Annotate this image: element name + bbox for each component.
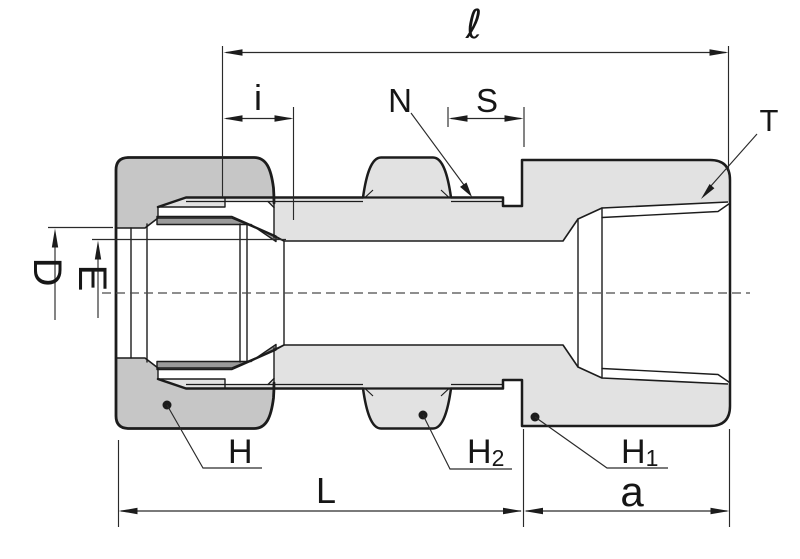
dim-a-label: a bbox=[620, 468, 644, 515]
leader-h1-label-sub: 1 bbox=[646, 445, 659, 471]
leader-t: T bbox=[701, 103, 779, 199]
dim-i-arrow-right bbox=[274, 115, 294, 122]
dim-s: S bbox=[447, 82, 525, 147]
port-thread-crest-bottom bbox=[601, 367, 731, 384]
leader-n: N bbox=[388, 82, 472, 197]
dim-ell: ℓ bbox=[221, 2, 730, 197]
leader-t-arrow bbox=[701, 184, 715, 199]
dim-i-label: i bbox=[254, 77, 262, 118]
dim-l-label: L bbox=[316, 470, 336, 511]
leader-h2-label-base: H bbox=[467, 433, 492, 471]
dim-l-arrow-right bbox=[503, 507, 522, 515]
internal-cavity-fill bbox=[116, 202, 730, 384]
leader-h-line bbox=[166, 404, 262, 469]
dim-a: a bbox=[524, 429, 731, 527]
dim-ell-arrow-left bbox=[223, 49, 243, 56]
thread-gap-top-fill bbox=[158, 201, 274, 236]
dim-s-arrow-right bbox=[504, 115, 524, 122]
dim-ell-label: ℓ bbox=[465, 2, 483, 48]
leader-t-label: T bbox=[760, 103, 779, 138]
body-outline bbox=[156, 156, 732, 430]
dim-d: D bbox=[25, 226, 113, 320]
leader-h2-label-sub: 2 bbox=[492, 445, 505, 471]
leader-h2-line bbox=[422, 414, 512, 470]
dim-a-arrow-left bbox=[524, 507, 543, 515]
leader-h2: H2 bbox=[418, 410, 512, 471]
dim-a-arrow-right bbox=[710, 507, 730, 515]
dim-e-label: E bbox=[70, 265, 114, 292]
leader-h: H bbox=[162, 400, 262, 471]
cone-slant-bottom bbox=[246, 344, 285, 363]
slot-detail-bottom bbox=[157, 367, 275, 390]
leader-t-line bbox=[709, 133, 758, 188]
cone-slant-top bbox=[246, 223, 285, 242]
ferrule-outline-bottom bbox=[156, 343, 277, 371]
ferrule-section-bottom bbox=[157, 344, 276, 370]
hex-chamfer-ticks bbox=[364, 189, 450, 397]
dim-d-arrow bbox=[51, 228, 59, 248]
port-thread-crest-top bbox=[601, 202, 731, 219]
leader-h1-line bbox=[534, 416, 668, 469]
leader-h1-label: H1 bbox=[621, 433, 658, 471]
leader-h1-label-base: H bbox=[621, 433, 646, 471]
dim-e-arrow bbox=[94, 240, 102, 260]
dim-s-arrow-left bbox=[448, 115, 468, 122]
leader-n-line bbox=[410, 112, 465, 186]
thread-gap-bottom-fill bbox=[158, 350, 274, 385]
ferrule-outline-top bbox=[156, 215, 277, 243]
leader-h1: H1 bbox=[530, 412, 668, 471]
leader-h-label: H bbox=[228, 433, 253, 471]
dim-ell-arrow-right bbox=[709, 49, 729, 56]
dim-s-label: S bbox=[476, 82, 498, 119]
dim-l-arrow-left bbox=[118, 507, 138, 515]
dim-i: i bbox=[223, 77, 295, 220]
dim-d-label: D bbox=[25, 258, 69, 287]
leader-n-label: N bbox=[388, 82, 412, 119]
leader-h2-label: H2 bbox=[467, 433, 504, 471]
slot-detail-top bbox=[157, 196, 275, 219]
dim-i-arrow-left bbox=[223, 115, 243, 122]
leader-n-arrow bbox=[460, 182, 472, 197]
dim-e: E bbox=[70, 238, 286, 318]
dim-l: L bbox=[117, 429, 525, 527]
ferrule-section-top bbox=[157, 216, 276, 242]
